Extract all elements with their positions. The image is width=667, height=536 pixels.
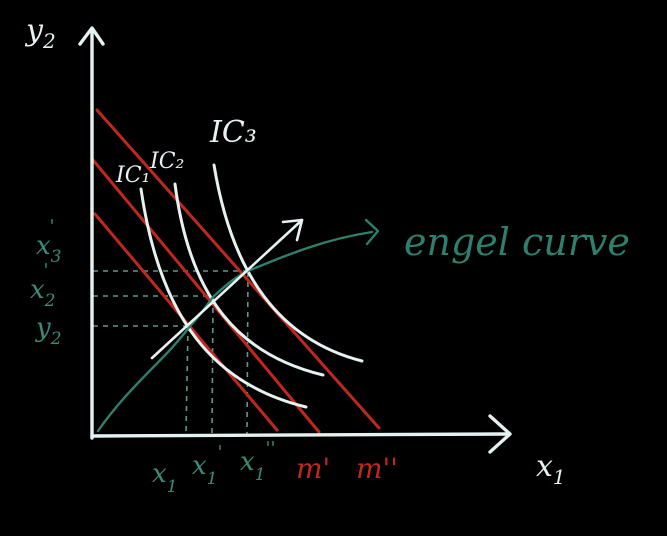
- engel-curve: [96, 230, 374, 433]
- ic1-label: IC₁: [115, 163, 150, 188]
- y-tick-label-2: x2': [30, 260, 56, 311]
- x-tick-label-3: x1'': [240, 438, 275, 485]
- y-axis-arrowhead: [78, 26, 105, 46]
- guide-vertical-3: [246, 271, 249, 435]
- engel-curve-label: engel curve: [404, 220, 630, 264]
- y-tick-label-1: x3': [36, 216, 62, 267]
- budget-label-m-double-prime: m'': [356, 452, 398, 485]
- axes: [78, 26, 512, 454]
- y-axis-label: y2: [24, 13, 56, 53]
- ic2-label: IC₂: [149, 149, 184, 174]
- expansion-arrow-shaft: [150, 218, 304, 360]
- guide-lines: [93, 270, 249, 435]
- indifference-curves: [139, 163, 364, 409]
- x-tick-label-2: x1': [192, 442, 222, 489]
- indifference-curve-2: [173, 182, 325, 377]
- income-expansion-arrow: [150, 218, 304, 360]
- x-axis-line: [90, 432, 510, 438]
- ic3-label: IC₃: [209, 115, 257, 150]
- y-tick-label-3: y2: [35, 313, 62, 349]
- budget-line-3: [95, 108, 381, 430]
- expansion-arrowhead: [281, 218, 304, 242]
- indifference-curve-3: [212, 163, 364, 363]
- budget-label-m-prime: m': [296, 452, 330, 485]
- x-axis-label: x1: [536, 449, 566, 489]
- engel-arrowhead: [364, 218, 380, 246]
- x-tick-label-1: x1: [152, 459, 178, 497]
- indifference-curve-1: [139, 187, 308, 409]
- x-axis-arrowhead: [488, 414, 512, 454]
- guide-vertical-2: [211, 297, 214, 435]
- guide-vertical-1: [185, 325, 189, 435]
- budget-line-2: [91, 158, 321, 434]
